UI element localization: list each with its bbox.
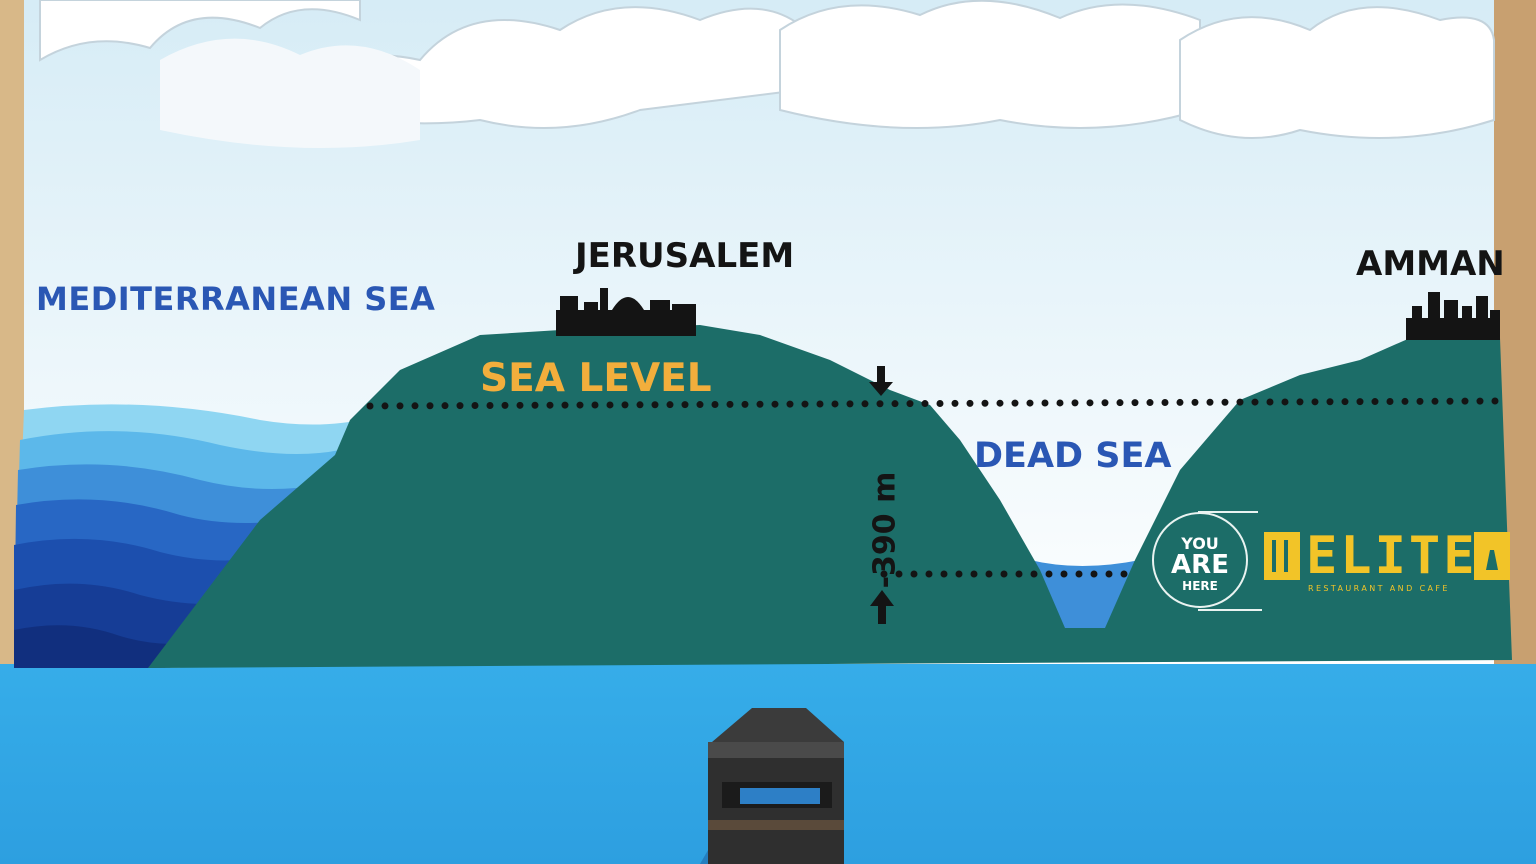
jerusalem-label: JERUSALEM xyxy=(575,236,795,276)
logo-frame xyxy=(1264,532,1510,580)
badge-line-2: ARE xyxy=(1171,550,1229,580)
dead-sea-label: DEAD SEA xyxy=(974,436,1172,476)
mediterranean-waves xyxy=(14,404,370,668)
arrow-up-icon xyxy=(870,590,894,624)
arrow-down-icon xyxy=(869,366,893,396)
you-are-here-badge: YOU ARE HERE xyxy=(1152,512,1248,608)
badge-line-1: YOU xyxy=(1181,534,1219,553)
jerusalem-skyline-icon xyxy=(556,288,696,336)
sea-level-dotted-line xyxy=(366,397,1504,410)
depth-label: -390 m xyxy=(862,470,908,590)
elite-logo: ELITE RESTAURANT AND CAFE xyxy=(1262,526,1512,596)
clouds xyxy=(39,0,1495,148)
mediterranean-sea-label: MEDITERRANEAN SEA xyxy=(36,280,436,318)
depth-value: -390 m xyxy=(867,471,903,589)
logo-tagline: RESTAURANT AND CAFE xyxy=(1308,584,1450,593)
sea-level-label: SEA LEVEL xyxy=(480,356,712,401)
amman-skyline-icon xyxy=(1406,292,1500,340)
logo-name: ELITE xyxy=(1306,526,1478,586)
amman-label: AMMAN xyxy=(1356,244,1505,284)
trash-bin xyxy=(700,708,844,864)
badge-line-3: HERE xyxy=(1182,579,1218,593)
